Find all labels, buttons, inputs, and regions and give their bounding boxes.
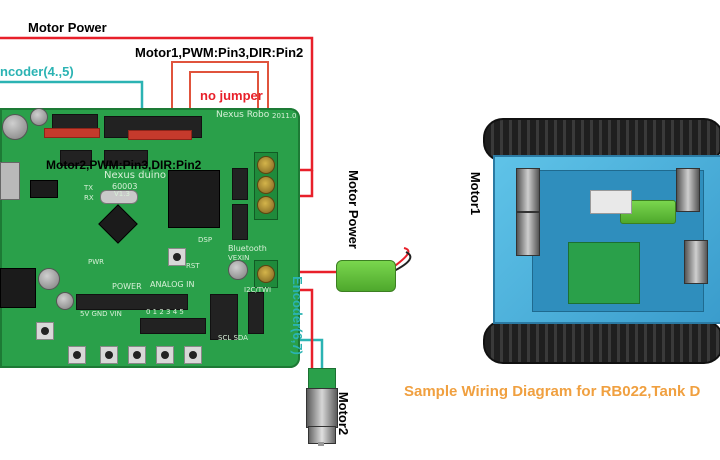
- silk-year: 2011.0: [272, 112, 297, 120]
- pin-header: [76, 294, 188, 310]
- push-button: [36, 322, 54, 340]
- silk-brand: Nexus Robo: [216, 110, 270, 120]
- motor-driver-chip: [168, 170, 220, 228]
- pin-header: [210, 294, 238, 340]
- silk-pwr: PWR: [88, 258, 105, 266]
- silk-rst: RST: [186, 262, 200, 270]
- silk-dsp: DSP: [198, 236, 213, 244]
- chassis-switch: [590, 190, 632, 214]
- track-bottom: [483, 320, 720, 364]
- silk-analog-pins: 0 1 2 3 4 5: [146, 308, 184, 316]
- reset-button: [168, 248, 186, 266]
- silk-rx: RX: [84, 194, 94, 202]
- silk-power: POWER: [112, 282, 142, 291]
- chassis-controller-board: [568, 242, 640, 304]
- chassis-motor4: [676, 168, 700, 212]
- silk-vin: VEXIN: [228, 254, 250, 262]
- pin-header: [140, 318, 206, 334]
- pin-header: [104, 150, 148, 166]
- encoder-label-top: ncoder(4.,5): [0, 64, 74, 79]
- silk-analog: ANALOG IN: [150, 280, 195, 289]
- motor2-shaft: [318, 442, 324, 446]
- microcontroller-chip: [98, 204, 138, 244]
- silk-model: 60003: [112, 182, 138, 191]
- silk-bluetooth: Bluetooth: [228, 244, 267, 253]
- motor2-image: [306, 368, 338, 446]
- screw-terminal: [257, 196, 275, 214]
- capacitor: [56, 292, 74, 310]
- motor1-label: Motor1: [468, 171, 484, 216]
- pin-header-red: [128, 130, 192, 140]
- pin-header: [232, 168, 248, 200]
- battery-pack: [336, 260, 396, 292]
- motor2-encoder-board: [308, 368, 336, 390]
- silk-product: Nexus duino: [104, 170, 167, 181]
- dc-jack: [0, 268, 36, 308]
- battery-lead-2: [391, 251, 412, 273]
- silk-i2c: I2C/TWI: [244, 286, 272, 294]
- motor2-label: Motor2: [336, 391, 352, 436]
- encoder-wire-top: [0, 80, 144, 118]
- pin-header: [248, 292, 264, 334]
- screw-terminal: [257, 265, 275, 283]
- motor1-signal-wire: [171, 61, 269, 152]
- crystal: [0, 162, 20, 200]
- silk-sda-scl: SCL SDA: [218, 334, 248, 342]
- screw-terminal: [257, 176, 275, 194]
- motor-power-label-side: Motor Power: [345, 170, 361, 249]
- push-button: [100, 346, 118, 364]
- motor1-spec-label: Motor1,PWM:Pin3,DIR:Pin2: [135, 45, 304, 60]
- pin-header: [60, 150, 92, 166]
- motor2-spec-label: Motor2,PWM:Pin3,DIR:Pin2: [46, 158, 202, 172]
- push-button: [68, 346, 86, 364]
- silk-tx: TX: [84, 184, 94, 192]
- diagram-caption: Sample Wiring Diagram for RB022,Tank D: [404, 383, 701, 400]
- regulator-chip: [30, 180, 58, 198]
- capacitor: [30, 108, 48, 126]
- chassis-motor3: [684, 240, 708, 284]
- chassis-motor1: [516, 168, 540, 212]
- capacitor: [228, 260, 248, 280]
- capacitor: [2, 114, 28, 140]
- capacitor: [38, 268, 60, 290]
- nexus-duino-board: Nexus Robo 2011.0 Nexus duino 60003 V1.3…: [0, 108, 300, 368]
- silk-power-pins: 5V GND VIN: [80, 310, 122, 318]
- motor-power-label-top: Motor Power: [28, 20, 107, 35]
- no-jumper-label: no jumper: [200, 88, 263, 103]
- motor2-gearbox: [306, 388, 338, 428]
- oscillator: [100, 190, 138, 204]
- push-button: [128, 346, 146, 364]
- screw-terminal: [257, 156, 275, 174]
- silk-version: V1.3: [114, 190, 130, 198]
- pin-header-red: [44, 128, 100, 138]
- chassis-motor2: [516, 212, 540, 256]
- pin-header: [232, 204, 248, 240]
- encoder-label-side: Encoder(6,7): [289, 276, 305, 355]
- push-button: [184, 346, 202, 364]
- motor1-signal-wire-2: [189, 71, 259, 130]
- push-button: [156, 346, 174, 364]
